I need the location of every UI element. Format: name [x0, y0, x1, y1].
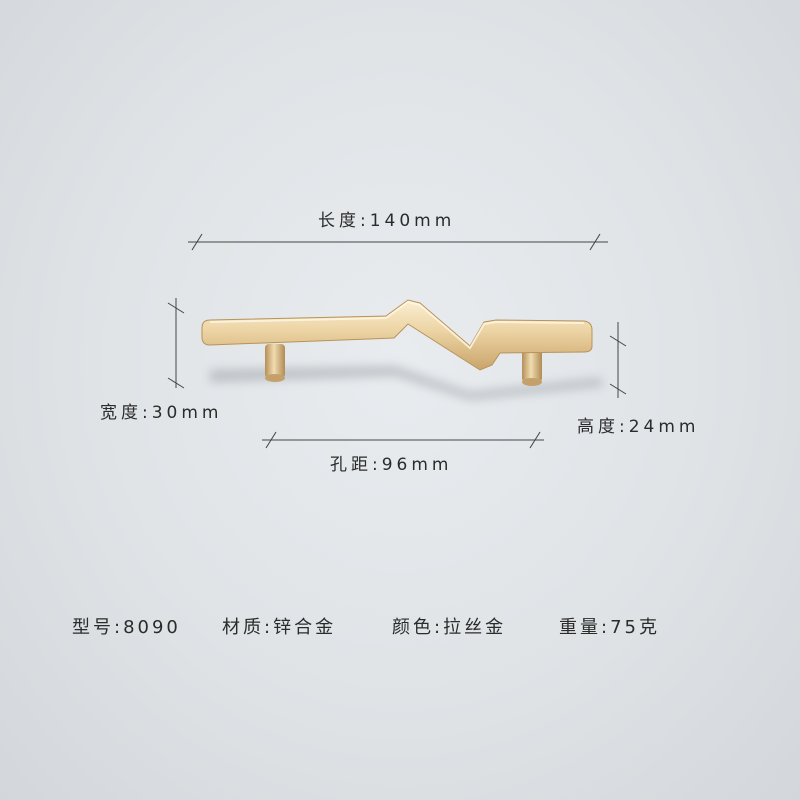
hole-distance-label: 孔距:96mm [330, 455, 453, 475]
spec-weight: 重量:75克 [559, 617, 660, 638]
length-label: 长度:140mm [318, 211, 456, 231]
spec-color: 颜色:拉丝金 [392, 617, 507, 638]
width-label: 宽度:30mm [100, 403, 223, 423]
handle-shadow [210, 366, 604, 400]
spec-material: 材质:锌合金 [222, 617, 337, 638]
hole-distance-dimension-line [262, 431, 544, 449]
height-dimension-line [609, 322, 627, 398]
handle-body [201, 299, 593, 371]
height-label: 高度:24mm [577, 417, 700, 437]
handle-legs [265, 344, 542, 386]
length-dimension-line [188, 233, 608, 251]
spec-model: 型号:8090 [72, 617, 181, 638]
width-dimension-line [167, 298, 185, 389]
